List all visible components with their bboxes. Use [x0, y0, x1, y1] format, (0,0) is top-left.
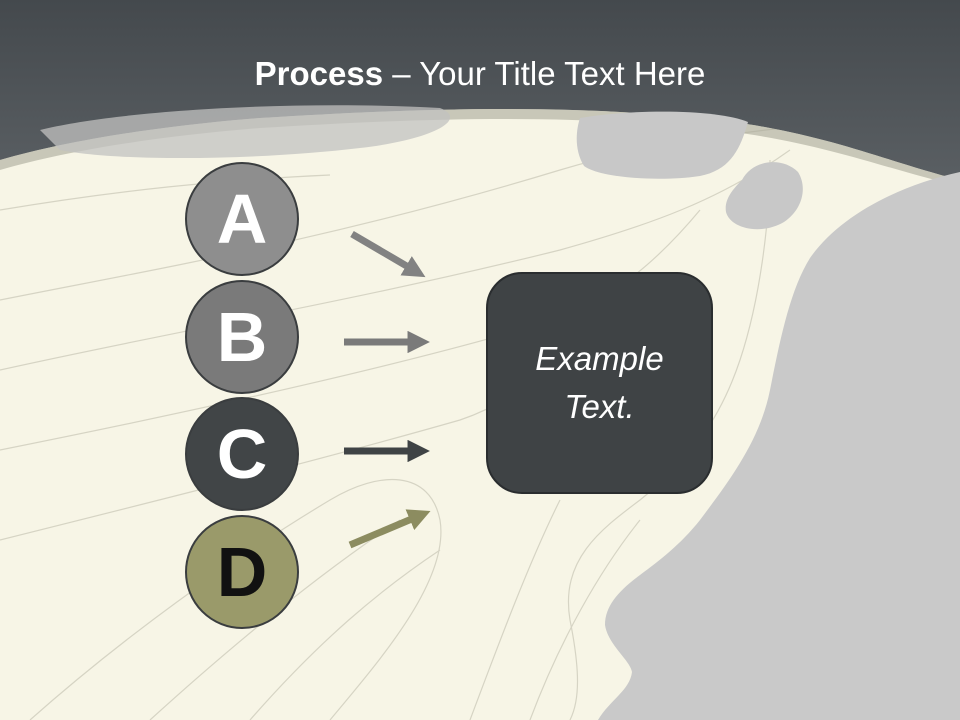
step-a-circle: A	[185, 162, 299, 276]
contour-lines	[0, 119, 861, 720]
example-text-box: Example Text.	[486, 272, 713, 494]
step-c-circle: C	[185, 397, 299, 511]
step-a-letter: A	[216, 180, 268, 258]
step-d-circle: D	[185, 515, 299, 629]
step-c-letter: C	[216, 415, 268, 493]
dome-shape	[40, 105, 451, 159]
step-d-letter: D	[216, 533, 268, 611]
blob-shape-small	[725, 162, 803, 230]
blob-shape	[576, 111, 748, 179]
arrow-a	[350, 230, 426, 278]
header-band	[0, 0, 960, 180]
title-bold: Process	[254, 55, 384, 92]
title-rest: – Your Title Text Here	[383, 55, 706, 92]
step-b-circle: B	[185, 280, 299, 394]
step-b-letter: B	[216, 298, 268, 376]
slide-title: Process – Your Title Text Here	[0, 52, 960, 96]
arrow-d	[348, 509, 431, 549]
example-text: Example Text.	[535, 340, 664, 425]
head-silhouette	[598, 172, 960, 720]
